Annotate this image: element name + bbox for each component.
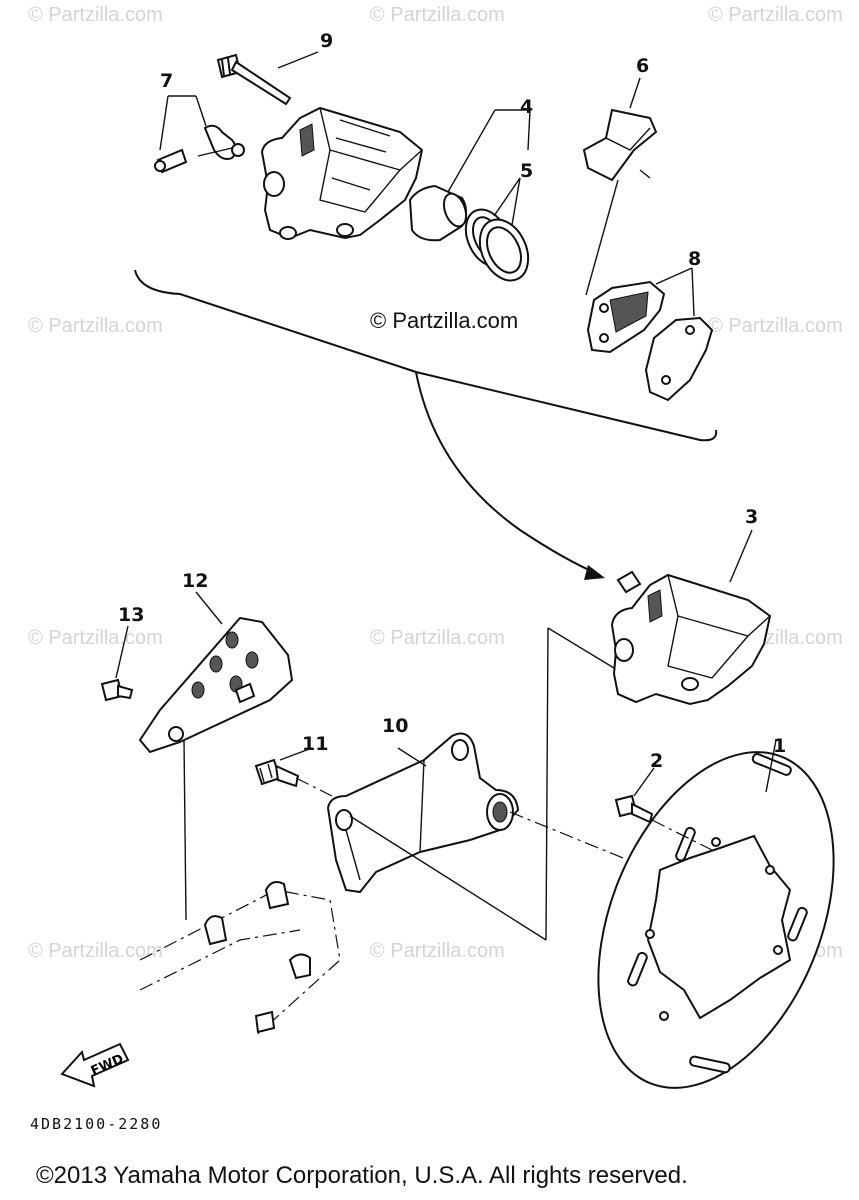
copyright-notice: ©2013 Yamaha Motor Corporation, U.S.A. A… [36,1162,688,1189]
callout-12: 12 [182,570,209,592]
axle-center-line [509,811,629,861]
bolt-center-line [651,819,713,851]
callout-9: 9 [320,30,334,52]
forward-arrow: FWD [60,1042,130,1088]
watermark: © Partzilla.com [370,4,505,26]
alignment-line [183,739,187,921]
assembly-arrow-head [584,565,605,580]
guard-plate-12 [138,616,294,754]
alignment-line [547,627,615,669]
callout-7: 7 [160,70,174,92]
watermark: © Partzilla.com [370,940,505,962]
watermark: © Partzilla.com [28,627,163,649]
watermark: © Partzilla.com [28,315,163,337]
seals-5 [464,208,530,282]
watermark: © Partzilla.com [370,627,505,649]
bleed-screw-7 [154,124,245,174]
bolt-2 [614,794,654,824]
watermark: © Partzilla.com [708,315,843,337]
alignment-line [349,815,547,941]
brake-disc-1 [597,751,835,1089]
piston-4 [408,184,468,242]
callout-4: 4 [520,96,534,118]
alignment-line [545,627,549,941]
pin-bolt-9 [216,53,292,106]
callout-5: 5 [520,160,534,182]
callout-2: 2 [650,750,664,772]
callout-1: 1 [773,735,787,757]
swingarm-phantom [139,881,341,1035]
bolt-13 [100,678,134,702]
watermark: © Partzilla.com [28,940,163,962]
caliper-assembly-3 [610,570,772,706]
callout-3: 3 [745,506,759,528]
assembly-arrow-line [415,371,601,576]
callout-8: 8 [688,248,702,270]
callout-11: 11 [302,733,329,755]
brake-pads-8 [586,280,714,402]
center-watermark: © Partzilla.com [370,308,519,333]
pad-spring-6 [582,108,658,182]
watermark: © Partzilla.com [28,4,163,26]
bolt-11 [254,758,300,788]
callout-6: 6 [636,55,650,77]
callout-13: 13 [118,604,145,626]
watermark: © Partzilla.com [708,4,843,26]
callout-10: 10 [382,715,409,737]
diagram-code: 4DB2100-2280 [30,1115,163,1133]
caliper-bracket-10 [326,732,520,894]
axle-center-line [295,777,333,797]
caliper-body [260,106,424,240]
